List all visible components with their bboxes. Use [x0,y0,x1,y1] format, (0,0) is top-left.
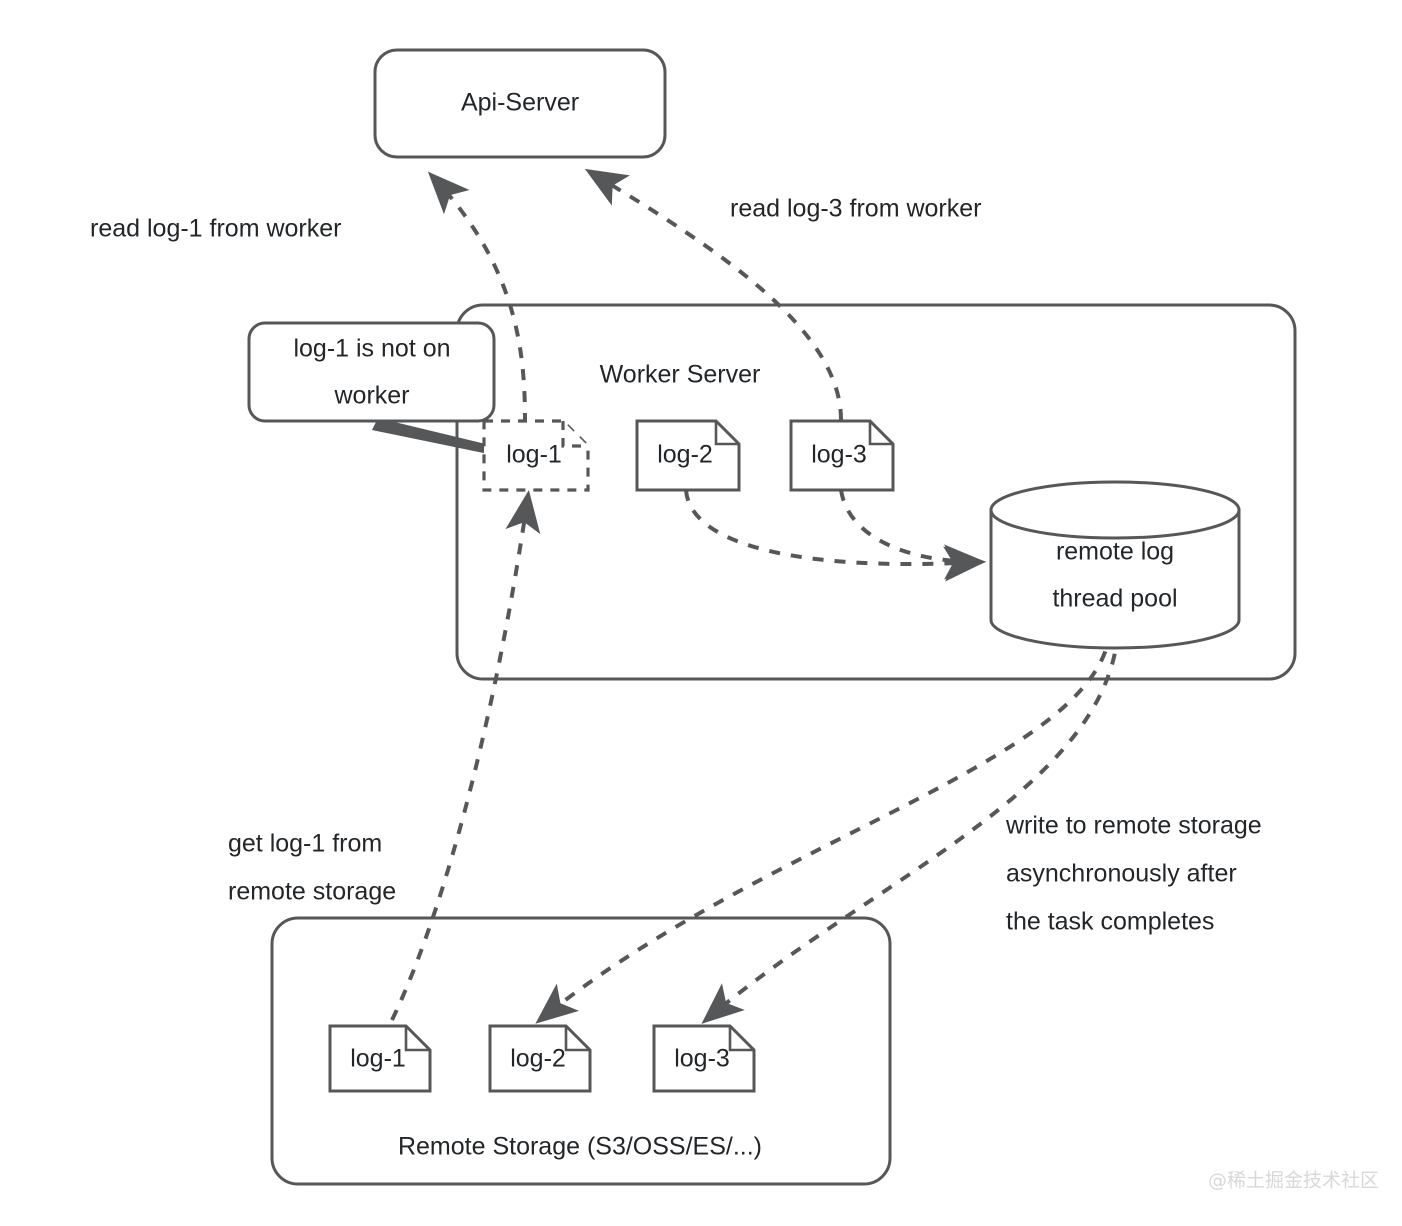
annotation-write-async-line-3: the task completes [1006,908,1214,936]
annotation-read-log1: read log-1 from worker [90,215,341,243]
flow-threadpool-to-storage-log3 [701,631,1120,1024]
callout-line-1: log-1 is not on [293,335,450,363]
remote-storage-label: Remote Storage (S3/OSS/ES/...) [398,1133,762,1161]
watermark-label: @稀土掘金技术社区 [1208,1170,1379,1192]
annotation-get-log1-line-1: get log-1 from [228,830,382,858]
annotation-write-async-line-2: asynchronously after [1006,860,1237,888]
api-server-node[interactable]: Api-Server [373,48,667,159]
annotation-get-log1-line-2: remote storage [228,878,396,906]
worker-log-3-node[interactable]: log-3 [789,419,895,492]
remote-log-thread-pool-node[interactable]: remote log thread pool [989,480,1241,650]
flow-threadpool-to-storage-log2 [535,629,1112,1024]
storage-log-3-node[interactable]: log-3 [652,1024,756,1093]
worker-log-3-label: log-3 [811,441,867,469]
worker-log-1-node[interactable]: log-1 [482,419,590,492]
thread-pool-label-line-2: thread pool [1052,585,1177,613]
annotation-write-async-line-1: write to remote storage [1005,812,1262,840]
worker-server-label: Worker Server [600,361,761,389]
worker-log-2-label: log-2 [657,441,713,469]
storage-log-3-label: log-3 [674,1045,730,1073]
worker-log-2-node[interactable]: log-2 [635,419,741,492]
flow-read-log1 [427,171,527,425]
flow-read-log3 [584,168,843,421]
api-server-label: Api-Server [461,89,579,117]
annotation-read-log3: read log-3 from worker [730,195,981,223]
thread-pool-label-line-1: remote log [1056,538,1174,566]
storage-log-2-label: log-2 [510,1045,566,1073]
callout-line-2: worker [333,382,409,410]
flow-log3-to-threadpool [839,489,986,580]
worker-log-1-label: log-1 [506,441,562,469]
storage-log-2-node[interactable]: log-2 [488,1024,592,1093]
storage-log-1-node[interactable]: log-1 [328,1024,432,1093]
storage-log-1-label: log-1 [350,1045,406,1073]
flow-get-log1-from-storage [390,490,541,1021]
